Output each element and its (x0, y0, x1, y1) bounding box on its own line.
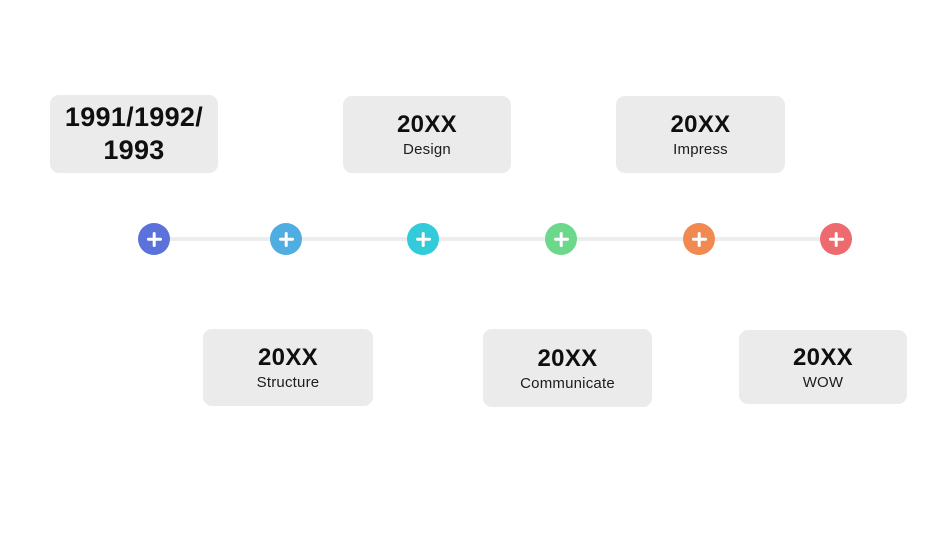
plus-icon (147, 232, 162, 247)
timeline-line (140, 237, 852, 241)
milestone-subtitle: Structure (256, 374, 320, 391)
milestone-card-design[interactable]: 20XX Design (343, 96, 511, 173)
plus-icon (279, 232, 294, 247)
timeline-node-3[interactable] (407, 223, 439, 255)
milestone-title: 20XX (397, 111, 457, 138)
milestone-title: 20XX (537, 344, 598, 372)
plus-icon (554, 232, 569, 247)
milestone-subtitle: WOW (802, 373, 844, 391)
timeline-node-4[interactable] (545, 223, 577, 255)
timeline-node-1[interactable] (138, 223, 170, 255)
milestone-card-communicate[interactable]: 20XX Communicate (483, 329, 652, 407)
milestone-card-wow[interactable]: 20XX WOW (739, 330, 907, 404)
milestone-subtitle: Design (403, 141, 451, 158)
milestone-subtitle: Impress (673, 141, 728, 158)
milestone-card-structure[interactable]: 20XX Structure (203, 329, 373, 406)
milestone-title: 1991/1992/ 1993 (64, 102, 204, 165)
milestone-subtitle: Communicate (520, 374, 615, 392)
plus-icon (692, 232, 707, 247)
milestone-card-impress[interactable]: 20XX Impress (616, 96, 785, 173)
milestone-title: 20XX (793, 343, 853, 371)
timeline-node-2[interactable] (270, 223, 302, 255)
timeline-node-5[interactable] (683, 223, 715, 255)
milestone-title: 20XX (258, 344, 318, 371)
milestone-title: 20XX (670, 111, 731, 138)
timeline-node-6[interactable] (820, 223, 852, 255)
plus-icon (416, 232, 431, 247)
plus-icon (829, 232, 844, 247)
milestone-card-years[interactable]: 1991/1992/ 1993 (50, 95, 218, 173)
